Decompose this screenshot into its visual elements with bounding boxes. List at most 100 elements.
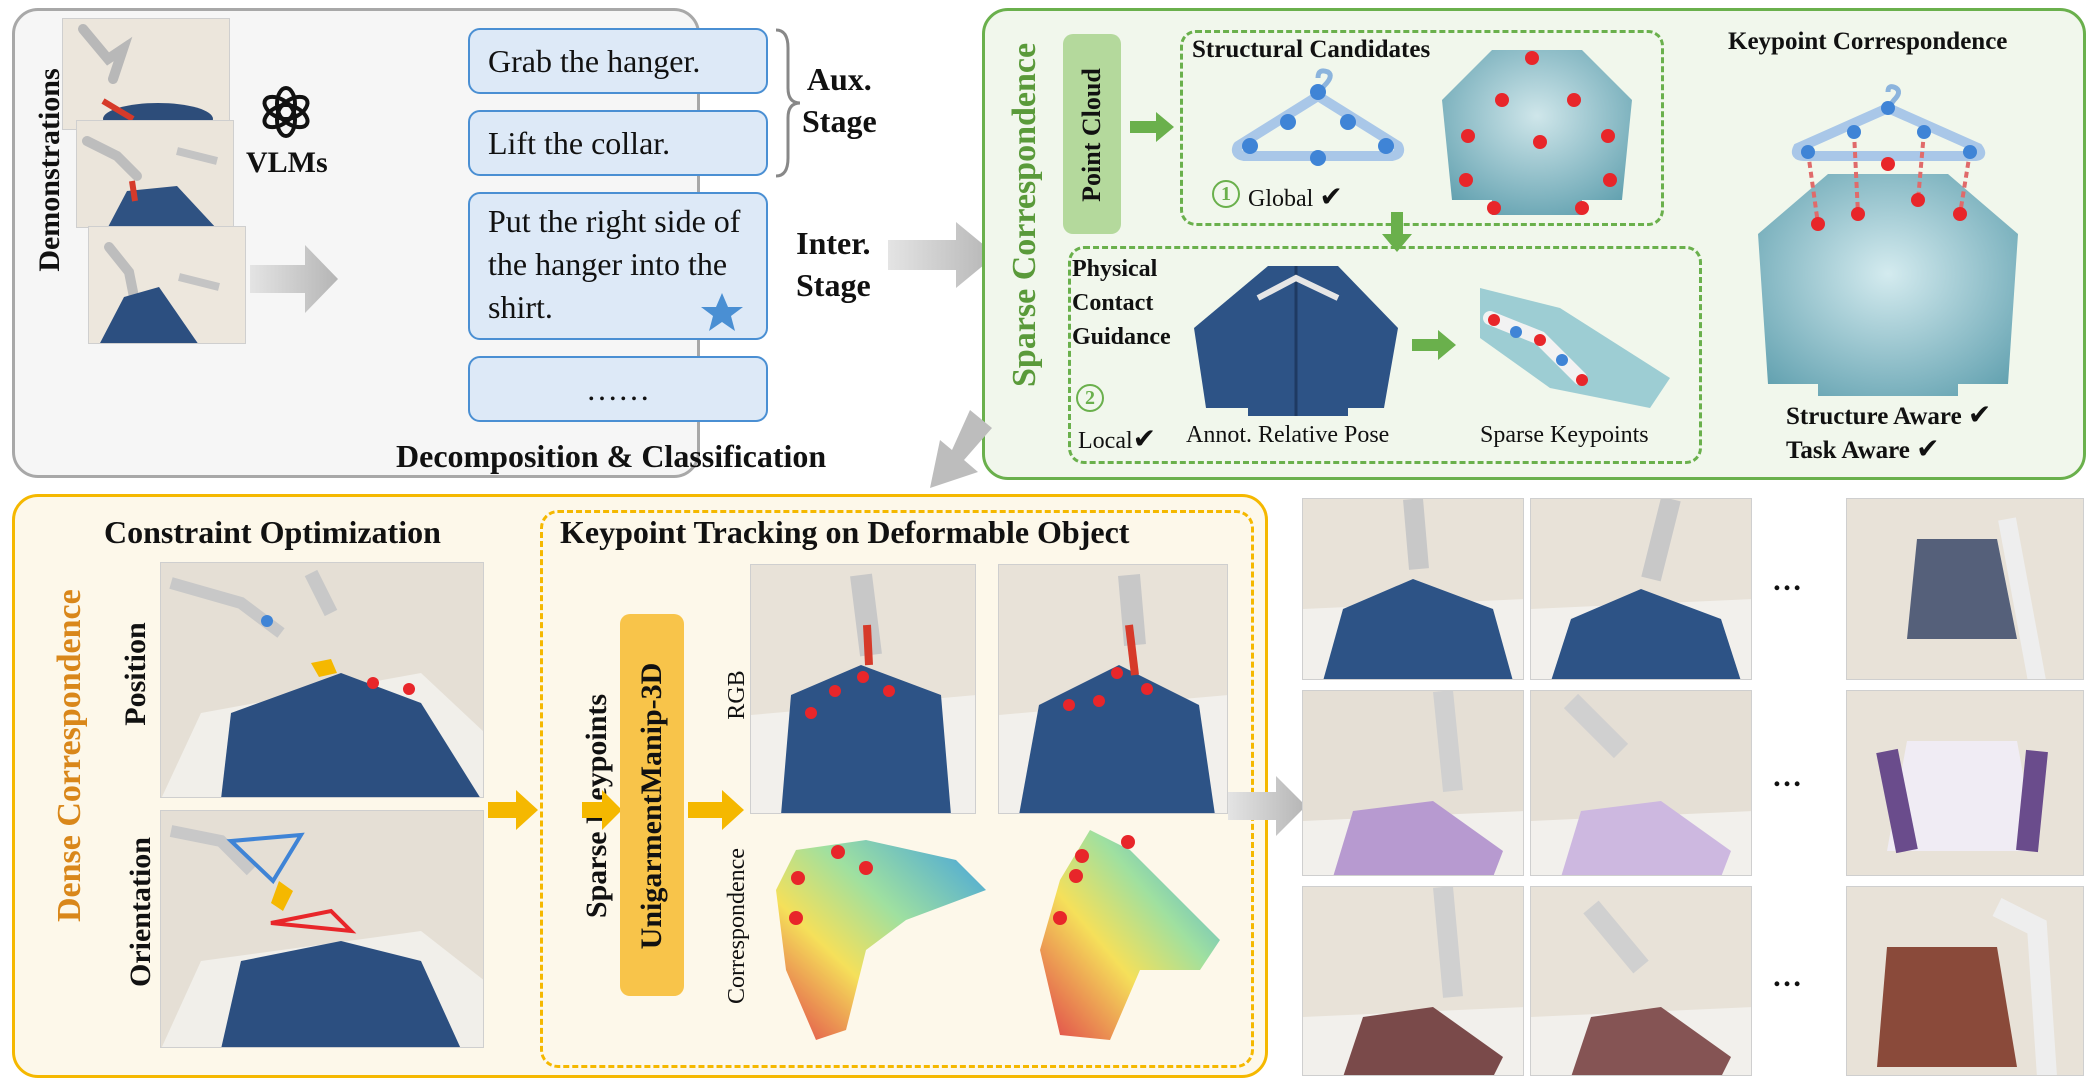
tracking-rgb-illustration [999, 565, 1227, 813]
vlms-label: VLMs [246, 146, 328, 179]
result-photo-r2c2 [1530, 690, 1752, 876]
result-illustration [1847, 499, 2083, 679]
position-label: Position [119, 622, 152, 726]
tracking-rgb-photo-1 [750, 564, 976, 814]
orientation-label: Orientation [124, 837, 157, 987]
global-label: Global ✔ [1248, 180, 1343, 213]
structural-candidates-box [1180, 30, 1664, 226]
star-icon [701, 293, 743, 331]
result-photo-r3c2 [1530, 886, 1752, 1076]
demo-photo-3-illustration [89, 227, 245, 343]
checkmark-icon: ✔ [1967, 398, 1992, 431]
global-text: Global [1248, 186, 1314, 212]
tracking-rgb-photo-2 [998, 564, 1228, 814]
green-arrow-icon [1130, 112, 1174, 142]
result-photo-r2c3 [1846, 690, 2084, 876]
yellow-arrow-icon [488, 790, 538, 830]
ellipsis-r3: … [1772, 960, 1802, 993]
result-photo-r3c3 [1846, 886, 2084, 1076]
correspondence-label: Correspondence [724, 848, 750, 1004]
arrow-icon [930, 410, 992, 488]
aux-stage-line2: Stage [802, 103, 877, 139]
correspondence-heatmap-1 [776, 840, 986, 1040]
local-text: Local [1078, 428, 1133, 454]
yellow-arrow-icon [688, 790, 744, 830]
result-photo-r1c1 [1302, 498, 1524, 680]
arrow-icon [1228, 776, 1306, 836]
task-aware-label: Task Aware ✔ [1786, 432, 1940, 465]
task-text: Put the right side of the hanger into th… [488, 203, 741, 325]
hanger-pointcloud-illustration [1231, 68, 1405, 166]
inter-stage-label: Inter. Stage [796, 222, 871, 306]
inter-stage-line1: Inter. [796, 225, 871, 261]
result-illustration [1303, 499, 1523, 679]
keypoint-tracking-box [540, 510, 1254, 1068]
physical-contact-label: Physical Contact Guidance [1072, 252, 1171, 354]
orientation-photo-illustration [161, 811, 483, 1047]
model-label: UnigarmentManip-3D [635, 662, 668, 950]
garment-pointcloud-illustration [1442, 50, 1632, 215]
position-photo [160, 562, 484, 798]
green-arrow-icon [1382, 212, 1412, 252]
sparse-keypoints-illustration [1480, 288, 1670, 408]
demo-photo-2 [76, 120, 234, 228]
green-arrow-icon [1412, 330, 1456, 360]
structural-candidates-label: Structural Candidates [1192, 36, 1431, 63]
task-box-put: Put the right side of the hanger into th… [468, 192, 768, 340]
physical-contact-line1: Physical [1072, 256, 1158, 282]
local-number-badge: 2 [1076, 384, 1104, 412]
result-photo-r1c2 [1530, 498, 1752, 680]
orientation-photo [160, 810, 484, 1048]
annot-relative-pose-label: Annot. Relative Pose [1186, 422, 1390, 448]
jacket-hanger-illustration [1194, 266, 1398, 416]
correspondence-heatmap-2 [1040, 830, 1220, 1040]
aux-stage-line1: Aux. [806, 61, 872, 97]
keypoint-tracking-title: Keypoint Tracking on Deformable Object [560, 514, 1130, 550]
yellow-arrow-icon [582, 790, 622, 830]
checkmark-icon: ✔ [1319, 180, 1343, 213]
inter-stage-line2: Stage [796, 267, 871, 303]
decomposition-label: Decomposition & Classification [396, 438, 827, 474]
demo-photo-2-illustration [77, 121, 233, 227]
arrow-icon [250, 245, 338, 313]
keypoint-correspondence-illustration [1758, 84, 2018, 396]
physical-contact-box [1068, 246, 1702, 464]
structure-aware-label: Structure Aware ✔ [1786, 398, 1991, 431]
tracking-rgb-illustration [751, 565, 975, 813]
global-number-badge: 1 [1212, 180, 1240, 208]
position-photo-illustration [161, 563, 483, 797]
point-cloud-box [1063, 34, 1121, 234]
task-text: Grab the hanger. [488, 43, 701, 79]
dense-correspondence-title: Dense Correspondence [51, 589, 88, 922]
physical-contact-line2: Contact [1072, 290, 1154, 316]
result-illustration [1303, 691, 1523, 875]
checkmark-icon: ✔ [1916, 432, 1940, 465]
point-cloud-label: Point Cloud [1077, 68, 1106, 202]
demo-photo-1 [62, 18, 230, 130]
result-illustration [1847, 691, 2083, 875]
rgb-label: RGB [724, 670, 750, 720]
task-box-more: …… [468, 356, 768, 422]
sparse-correspondence-title: Sparse Correspondence [1006, 42, 1043, 387]
aux-stage-label: Aux. Stage [802, 58, 877, 142]
sparse-keypoints-caption: Sparse Keypoints [1480, 422, 1649, 448]
result-photo-r2c1 [1302, 690, 1524, 876]
structure-aware-text: Structure Aware [1786, 403, 1962, 430]
result-illustration [1303, 887, 1523, 1075]
result-photo-r1c3 [1846, 498, 2084, 680]
ellipsis-r1: … [1772, 564, 1802, 597]
task-text: …… [586, 371, 650, 407]
checkmark-icon: ✔ [1132, 422, 1157, 455]
result-illustration [1531, 887, 1751, 1075]
demo-photo-1-illustration [63, 19, 229, 129]
result-illustration [1531, 691, 1751, 875]
result-illustration [1847, 887, 2083, 1075]
result-photo-r3c1 [1302, 886, 1524, 1076]
result-illustration [1531, 499, 1751, 679]
demo-photo-3 [88, 226, 246, 344]
arrow-icon [888, 222, 996, 288]
task-box-grab: Grab the hanger. [468, 28, 768, 94]
task-text: Lift the collar. [488, 125, 671, 161]
brace-icon [775, 28, 801, 178]
physical-contact-line3: Guidance [1072, 324, 1171, 350]
